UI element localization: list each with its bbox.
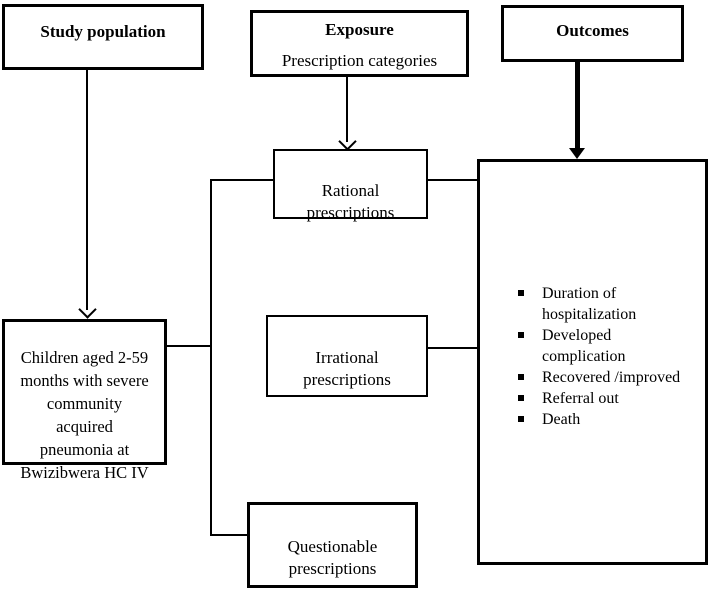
outcomes-header-label: Outcomes (556, 20, 629, 40)
connector-children-to-branch (167, 345, 212, 347)
square-bullet-icon (518, 395, 524, 401)
exposure-subheader-label: Prescription categories (281, 51, 438, 70)
outcome-item-text: Recovered /improved (542, 369, 681, 386)
outcomes-header-box: Outcomes (501, 5, 684, 62)
outcome-item-text: Duration of hospitalization (542, 285, 637, 323)
study-population-text: Children aged 2-59 months with severe co… (20, 348, 149, 482)
outcome-item: Recovered /improved (518, 367, 701, 388)
arrow-study-population-head-icon (78, 300, 97, 319)
study-population-header-label: Study population (40, 22, 166, 41)
outcome-item: Referral out (518, 388, 701, 409)
outcomes-list: Duration of hospitalization Developed co… (480, 162, 705, 430)
study-population-node: Children aged 2-59 months with severe co… (2, 319, 167, 482)
exposure-header-label: Exposure (325, 20, 394, 39)
rational-prescriptions-label: Rational prescriptions (306, 181, 395, 222)
irrational-prescriptions-node: Irrational prescriptions (266, 315, 428, 397)
connector-branch-to-questionable (210, 534, 247, 536)
questionable-prescriptions-node: Questionable prescriptions (247, 502, 418, 588)
connector-branch-vertical (210, 179, 212, 536)
irrational-prescriptions-label: Irrational prescriptions (303, 348, 391, 389)
rational-prescriptions-node: Rational prescriptions (273, 149, 428, 222)
square-bullet-icon (518, 332, 524, 338)
square-bullet-icon (518, 374, 524, 380)
outcome-item: Death (518, 409, 701, 430)
outcome-item-text: Developed complication (542, 327, 626, 365)
arrow-exposure-head-icon (338, 132, 357, 151)
arrow-study-population-line (86, 70, 88, 310)
outcome-item: Developed complication (518, 325, 701, 367)
arrow-exposure-line (346, 77, 348, 142)
arrow-outcomes-line (575, 62, 580, 150)
exposure-header-box: Exposure Prescription categories (250, 10, 469, 77)
questionable-prescriptions-label: Questionable prescriptions (287, 537, 378, 578)
outcome-item-text: Death (542, 411, 581, 428)
connector-irrational-to-outcomes (428, 347, 477, 349)
connector-branch-to-rational (210, 179, 273, 181)
outcome-item: Duration of hospitalization (518, 283, 701, 325)
outcomes-panel: Duration of hospitalization Developed co… (477, 159, 708, 565)
square-bullet-icon (518, 416, 524, 422)
outcome-item-text: Referral out (542, 390, 619, 407)
study-population-header-box: Study population (2, 4, 204, 70)
square-bullet-icon (518, 290, 524, 296)
arrow-outcomes-head-icon (569, 148, 585, 159)
connector-rational-to-outcomes (428, 179, 477, 181)
